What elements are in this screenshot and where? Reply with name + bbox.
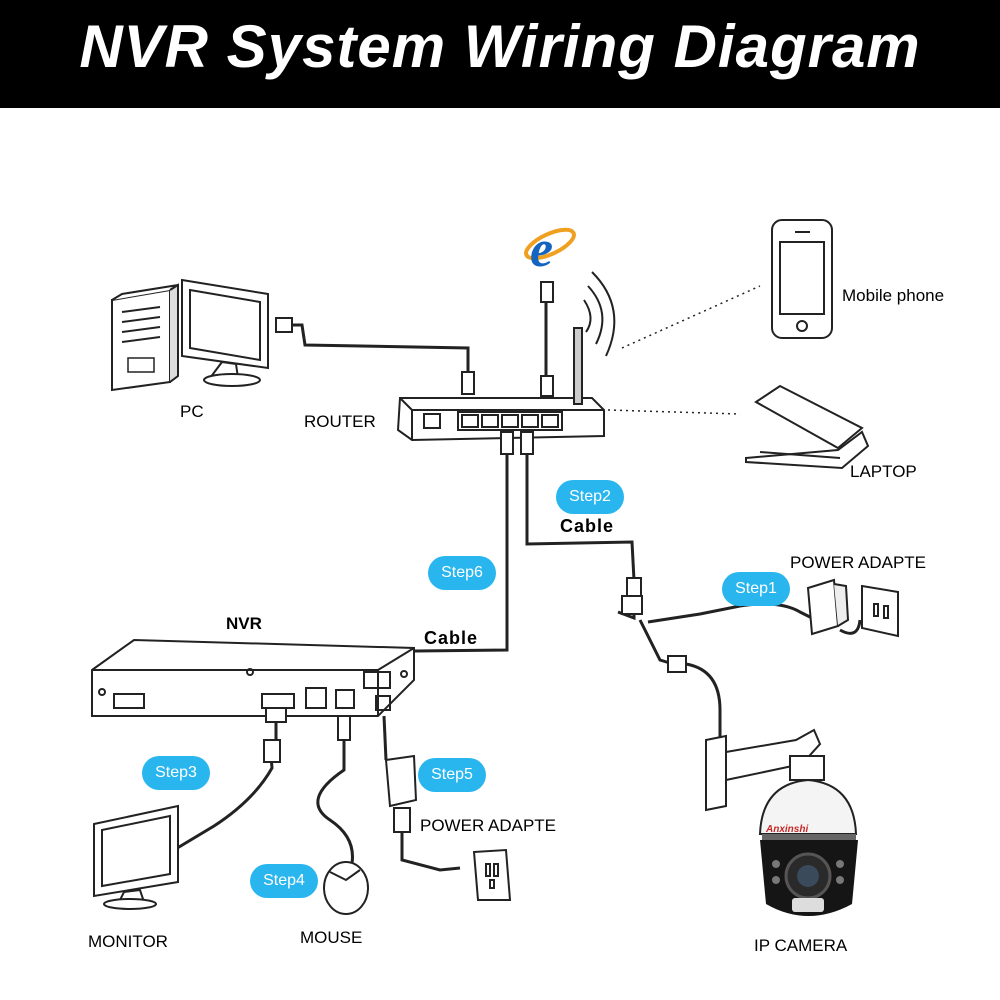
ip-camera-label: IP CAMERA bbox=[754, 936, 848, 955]
cable-label-nvr: Cable bbox=[424, 628, 479, 648]
svg-text:e: e bbox=[530, 221, 553, 278]
router-device bbox=[396, 327, 605, 442]
wifi-signal-icon bbox=[583, 271, 616, 357]
pc-label: PC bbox=[180, 402, 204, 421]
wireless-link-phone bbox=[621, 285, 761, 349]
nvr-label: NVR bbox=[226, 614, 262, 633]
nvr-power-adapter-label: POWER ADAPTE bbox=[420, 816, 557, 835]
mobile-phone-label: Mobile phone bbox=[842, 286, 945, 305]
camera-power-adapter-device bbox=[806, 578, 862, 636]
step3-badge: Step3 bbox=[142, 756, 210, 790]
mouse-device bbox=[323, 861, 369, 915]
nvr-device bbox=[91, 638, 415, 717]
power-outlet-icon bbox=[472, 848, 512, 901]
pc-tower bbox=[111, 283, 179, 392]
step4-badge: Step4 bbox=[250, 864, 318, 898]
title-bar: NVR System Wiring Diagram bbox=[0, 0, 1000, 108]
step6-badge: Step6 bbox=[428, 556, 496, 590]
nvr-power-adapter-device bbox=[384, 754, 418, 833]
ip-camera-device bbox=[758, 778, 858, 916]
wireless-link-laptop bbox=[607, 409, 741, 415]
camera-network-cable bbox=[525, 454, 636, 581]
monitor-device bbox=[93, 804, 179, 910]
step2-badge: Step2 bbox=[556, 480, 624, 514]
step1-badge: Step1 bbox=[722, 572, 790, 606]
camera-power-adapter-label: POWER ADAPTE bbox=[790, 553, 927, 572]
laptop-device bbox=[745, 384, 870, 470]
internet-explorer-icon: e bbox=[524, 221, 576, 278]
step5-badge: Step5 bbox=[418, 758, 486, 792]
ip-camera-bracket bbox=[705, 728, 825, 812]
laptop-label: LAPTOP bbox=[850, 462, 917, 481]
mobile-phone-device bbox=[771, 219, 833, 339]
pc-monitor bbox=[181, 278, 269, 387]
power-outlet-icon bbox=[861, 584, 899, 638]
camera-brand-logo: Anxinshi bbox=[766, 824, 809, 835]
router-label: ROUTER bbox=[304, 412, 376, 431]
mouse-label: MOUSE bbox=[300, 928, 363, 947]
cable-label-camera: Cable bbox=[560, 516, 615, 536]
pc-cable bbox=[292, 323, 470, 372]
page-title: NVR System Wiring Diagram bbox=[79, 13, 921, 80]
mouse-cable bbox=[316, 740, 354, 873]
monitor-label: MONITOR bbox=[88, 932, 168, 951]
